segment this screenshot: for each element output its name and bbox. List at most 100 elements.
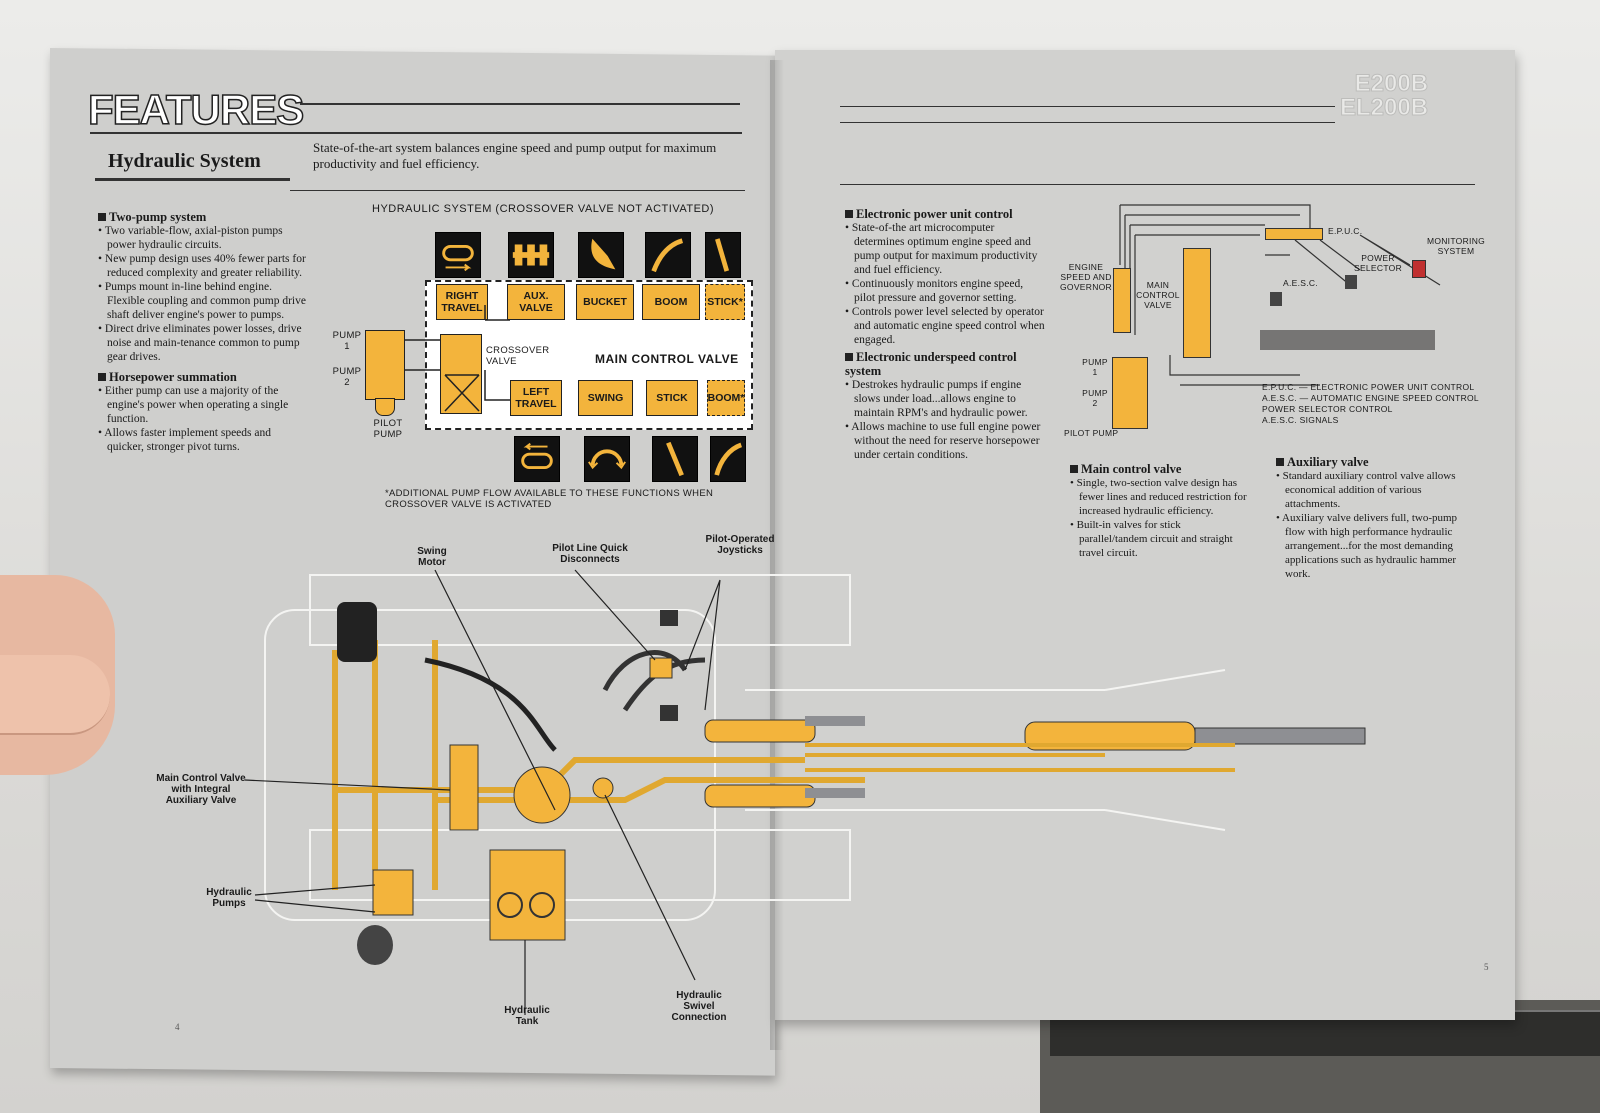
epuc-title: Electronic power unit control [845,207,1045,221]
two-pump-bullets: Two variable-flow, axial-piston pumps po… [98,224,308,364]
list-item: Direct drive eliminates power losses, dr… [98,322,308,364]
list-item: Auxiliary valve delivers full, two-pump … [1276,511,1466,581]
pump-1-label: PUMP 1 [332,330,362,352]
aux-valve-bullets: Standard auxiliary control valve allows … [1276,469,1466,581]
epuc-unit [1265,228,1323,240]
hydraulic-layout-illustration [244,569,1366,1015]
swing-icon [584,436,630,482]
list-item: Built-in valves for stick parallel/tande… [1070,518,1250,560]
aesc-unit [1270,292,1282,306]
heading-rule [300,103,740,105]
pump-2-label: PUMP 2 [332,366,362,388]
callout-joysticks: Pilot-Operated Joysticks [705,534,775,556]
valve-right-travel: RIGHT TRAVEL [436,284,488,320]
valve-swing: SWING [578,380,633,416]
list-item: Destrokes hydraulic pumps if engine slow… [845,378,1045,420]
main-valve-unit [1183,248,1211,358]
boom-icon [645,232,691,278]
page-number-right: 5 [1484,962,1489,972]
epuc-section: Electronic power unit control State-of-t… [845,205,1045,462]
track-icon [435,232,481,278]
section-rule-2 [290,190,745,191]
list-item: Pumps mount in-line behind engine. Flexi… [98,280,308,322]
main-valve-bullets: Single, two-section valve design has few… [1070,476,1250,560]
underspeed-bullets: Destrokes hydraulic pumps if engine slow… [845,378,1045,462]
underspeed-title: Electronic underspeed control system [845,350,1017,378]
crossover-label: CROSSOVER VALVE [486,345,550,367]
page-number-left: 4 [175,1022,180,1032]
aux-valve-section: Auxiliary valve Standard auxiliary contr… [1276,453,1466,581]
right-pump-1-label: PUMP 1 [1082,357,1108,377]
right-pump-2-label: PUMP 2 [1082,388,1108,408]
two-pump-section: Two-pump system Two variable-flow, axial… [98,208,308,454]
list-item: Controls power level selected by operato… [845,305,1045,347]
callout-swing-motor: Swing Motor [417,546,447,568]
legend-item: POWER SELECTOR CONTROL [1262,404,1393,414]
right-pilot-pump-label: PILOT PUMP [1064,428,1119,438]
epuc-diagram-lines [1119,204,1441,426]
legend-item: A.E.S.C. — AUTOMATIC ENGINE SPEED CONTRO… [1262,393,1479,403]
callout-main-control-valve: Main Control Valve with Integral Auxilia… [156,773,246,806]
two-pump-title: Two-pump system [98,210,308,224]
valve-left-travel: LEFT TRAVEL [510,380,562,416]
aux-valve-title: Auxiliary valve [1276,455,1466,469]
list-item: Single, two-section valve design has few… [1070,476,1250,518]
monitor-unit [1412,260,1426,278]
thumb [0,655,110,735]
list-item: Either pump can use a majority of the en… [98,384,308,426]
right-heading-rule [840,106,1335,107]
list-item: Standard auxiliary control valve allows … [1276,469,1466,511]
monitoring-label: MONITORING SYSTEM [1426,236,1486,256]
governor-unit [1113,268,1131,333]
list-item: New pump design uses 40% fewer parts for… [98,252,308,280]
diagram-legend: E.P.U.C. — ELECTRONIC POWER UNIT CONTROL… [1262,382,1492,426]
engine-governor-label: ENGINE SPEED AND GOVERNOR [1060,262,1112,292]
schematic-footnote: *ADDITIONAL PUMP FLOW AVAILABLE TO THESE… [385,488,714,510]
callout-hydraulic-pumps: Hydraulic Pumps [206,887,252,909]
stick-icon [652,436,698,482]
valve-boom: BOOM [642,284,700,320]
model-line-2: EL200B [1339,94,1429,121]
track-icon [514,436,560,482]
pump-assembly [365,330,405,400]
diagram-main-control-valve-label: MAIN CONTROL VALVE [1136,280,1180,310]
pilot-pump-label: PILOT PUMP [373,418,403,440]
list-item: Allows machine to use full engine power … [845,420,1045,462]
schematic-title: HYDRAULIC SYSTEM (CROSSOVER VALVE NOT AC… [372,203,715,215]
valve-boom-star: BOOM* [707,380,745,416]
list-item: State-of-the art microcomputer determine… [845,221,1045,277]
right-heading-rule-2 [840,122,1335,123]
list-item: Allows faster implement speeds and quick… [98,426,308,454]
page-heading: FEATURES [87,85,305,134]
intro-text: State-of-the-art system balances engine … [313,140,717,171]
callout-swivel: Hydraulic Swivel Connection [671,990,727,1023]
stick-icon [705,232,741,278]
valve-icon [508,232,554,278]
epuc-label: E.P.U.C. [1328,226,1363,236]
model-code: E200B EL200B [1339,70,1429,121]
list-item: Two variable-flow, axial-piston pumps po… [98,224,308,252]
aesc-label: A.E.S.C. [1283,278,1318,288]
horsepower-title: Horsepower summation [98,370,308,384]
main-valve-section: Main control valve Single, two-section v… [1070,460,1250,560]
heading-rule-2 [90,132,742,134]
main-valve-title: Main control valve [1070,462,1250,476]
power-selector-unit [1345,275,1357,289]
right-section-rule [840,184,1475,185]
list-item: Continuously monitors engine speed, pilo… [845,277,1045,305]
bucket-icon [578,232,624,278]
pilot-pump-body [375,398,395,416]
valve-stick: STICK [646,380,698,416]
legend-item: E.P.U.C. — ELECTRONIC POWER UNIT CONTROL [1262,382,1475,392]
power-selector-label: POWER SELECTOR [1353,253,1403,273]
model-line-1: E200B [1354,70,1429,97]
valve-aux: AUX. VALVE [507,284,565,320]
valve-stick-star: STICK* [705,284,745,320]
legend-item: A.E.S.C. SIGNALS [1262,415,1339,425]
callout-hydraulic-tank: Hydraulic Tank [504,1005,550,1027]
right-pump-unit [1112,357,1148,429]
section-title: Hydraulic System [108,150,261,172]
section-rule [95,178,290,181]
main-control-valve-label: MAIN CONTROL VALVE [595,352,739,366]
epuc-bullets: State-of-the art microcomputer determine… [845,221,1045,347]
